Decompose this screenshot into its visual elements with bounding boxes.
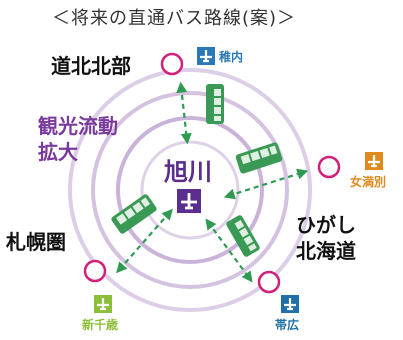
region-label-north: 道北北部 (51, 54, 131, 78)
airport-label-wakkanai: 稚内 (219, 50, 244, 64)
page-title: ＜将来の直通バス路線(案)＞ (52, 8, 297, 29)
route-arrow-southwest (116, 208, 173, 274)
center-city-label: 旭川 (164, 158, 212, 186)
airport-label-obihiro: 帯広 (275, 318, 300, 332)
region-circle-southeast (257, 270, 281, 294)
airport-label-new-chitose: 新千歳 (82, 318, 119, 332)
region-label-west: 札幌圏 (6, 230, 66, 254)
airplane-icon-asahikawa (177, 189, 201, 213)
airplane-icon-obihiro (281, 295, 299, 313)
bus-icon-north (206, 84, 224, 124)
region-label-east-line2: 北海道 (296, 239, 356, 263)
region-label-east-line1: ひがし (296, 213, 356, 237)
tourism-expand-label: 拡大 (38, 140, 78, 164)
airplane-icon-new-chitose (94, 295, 112, 313)
route-arrow-southeast (205, 218, 253, 283)
route-arrow-east (223, 168, 309, 200)
region-circle-north (160, 52, 184, 76)
airport-label-memanbetsu: 女満別 (350, 175, 387, 189)
bus-icon-southwest (111, 194, 157, 234)
bus-icon-southeast (226, 215, 260, 257)
bus-icon-east (235, 142, 283, 174)
region-circle-east (317, 155, 341, 179)
airplane-icon-memanbetsu (365, 152, 383, 170)
route-arrows (116, 81, 309, 283)
airplane-icon-wakkanai (197, 47, 215, 65)
tourism-flow-label: 観光流動 (38, 114, 118, 138)
region-circle-west (83, 259, 107, 283)
outer-ring (68, 68, 312, 312)
route-arrow-north (176, 81, 192, 145)
